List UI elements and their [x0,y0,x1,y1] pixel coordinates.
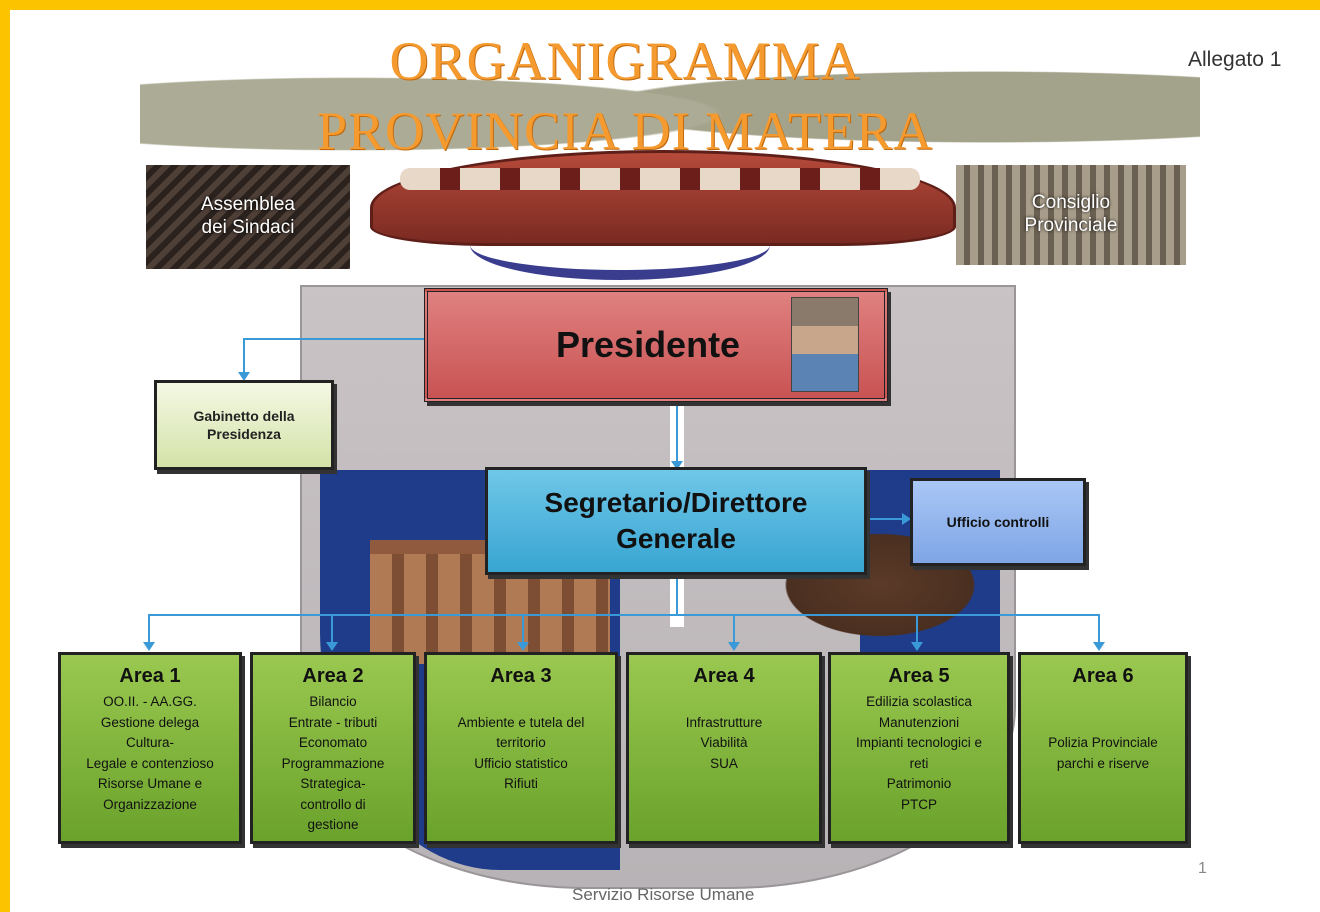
arrow-down-icon [143,642,155,651]
area-line: Infrastrutture [685,714,763,730]
area-line: territorio [496,735,546,750]
arrow-down-icon [517,642,529,651]
area-5-box: Area 5 Edilizia scolastica Manutenzioni … [828,652,1010,844]
area-title: Area 2 [302,665,364,687]
connector-segretario-areas [676,575,678,615]
connector-area-4 [733,614,735,644]
arrow-down-icon [326,642,338,651]
area-line: gestione [307,817,359,832]
area-line: Impianti tecnologici e [855,735,983,750]
connector-area-1 [148,614,150,644]
consiglio-photo: Consiglio Provinciale [956,165,1186,265]
segretario-label-line1: Segretario/Direttore [544,486,808,518]
area-1-box: Area 1 OO.II. - AA.GG. Gestione delega C… [58,652,242,844]
crest-crown-band [400,168,920,190]
assemblea-label: Assemblea dei Sindaci [201,194,295,238]
area-line: PTCP [900,796,937,812]
connector-segretario-controlli [867,518,903,520]
area-3-box: Area 3 Ambiente e tutela del territorio … [424,652,618,844]
area-line: reti [909,755,929,771]
area-title: Area 6 [1072,665,1134,687]
presidente-label: Presidente [556,324,741,365]
arrow-down-icon [238,372,250,381]
area-line: SUA [710,755,738,771]
arrow-down-icon [671,461,683,470]
area-line: Edilizia scolastica [866,694,972,709]
area-4-box: Area 4 Infrastrutture Viabilità SUA [626,652,822,844]
area-line: Viabilità [700,735,748,750]
area-line: Cultura- [125,735,174,750]
arrow-down-icon [911,642,923,651]
area-line: controllo di [300,796,366,812]
title-line-2: PROVINCIA DI MATERA [316,101,934,161]
presidente-avatar [791,297,859,392]
connector-presidente-gabinetto-v [243,338,245,372]
area-title: Area 1 [119,665,181,687]
area-line: Organizzazione [103,796,197,812]
area-line: Legale e contenzioso [86,755,214,771]
area-line: Gestione delega [100,714,200,730]
allegato-label: Allegato 1 [1188,48,1282,71]
area-line: Bilancio [309,694,357,709]
area-title: Area 4 [693,665,755,687]
title-line-1: ORGANIGRAMMA [389,31,861,91]
area-title: Area 5 [888,665,950,687]
area-line [629,692,819,713]
area-line: parchi e riserve [1056,755,1150,771]
area-line: Ufficio statistico [474,755,568,771]
consiglio-label: Consiglio Provinciale [1024,192,1118,236]
page-frame-left [0,0,10,912]
footer-text: Servizio Risorse Umane [572,885,755,904]
area-6-box: Area 6 Polizia Provinciale parchi e rise… [1018,652,1188,844]
area-line [1021,713,1185,734]
gabinetto-label-line2: Presidenza [207,426,281,442]
area-line: Programmazione [281,755,385,771]
area-line: Rifiuti [504,776,538,791]
connector-presidente-gabinetto-h [244,338,426,340]
area-line: OO.II. - AA.GG. [103,694,197,709]
arrow-down-icon [728,642,740,651]
area-line: Risorse Umane e [97,776,203,791]
connector-area-2 [331,614,333,644]
area-line: Patrimonio [886,776,952,791]
page-number: 1 [1198,860,1207,877]
connector-areas-bus [148,614,1100,616]
arrow-down-icon [1093,642,1105,651]
segretario-label-line2: Generale [616,523,736,554]
controlli-label: Ufficio controlli [946,514,1050,530]
gabinetto-box: Gabinetto della Presidenza [154,380,334,470]
area-2-box: Area 2 Bilancio Entrate - tributi Econom… [250,652,416,844]
connector-presidente-segretario [676,402,678,464]
area-line: Economato [298,735,368,750]
segretario-box: Segretario/Direttore Generale [485,467,867,575]
area-line: Entrate - tributi [288,714,378,730]
crest-ribbon [470,210,770,280]
area-line: Ambiente e tutela del [457,714,585,730]
area-line: Polizia Provinciale [1048,735,1158,750]
assemblea-photo: Assemblea dei Sindaci [146,165,350,269]
connector-area-5 [916,614,918,644]
arrow-right-icon [902,513,911,525]
crest-branches [140,30,1200,170]
gabinetto-label-line1: Gabinetto della [193,407,295,424]
connector-area-3 [522,614,524,644]
area-line: Strategica- [300,776,366,791]
area-line [427,692,615,713]
area-line: Manutenzioni [878,714,960,730]
area-line [1021,692,1185,713]
connector-area-6 [1098,614,1100,644]
controlli-box: Ufficio controlli [910,478,1086,566]
area-title: Area 3 [490,665,552,687]
page-frame-top [0,0,1320,10]
